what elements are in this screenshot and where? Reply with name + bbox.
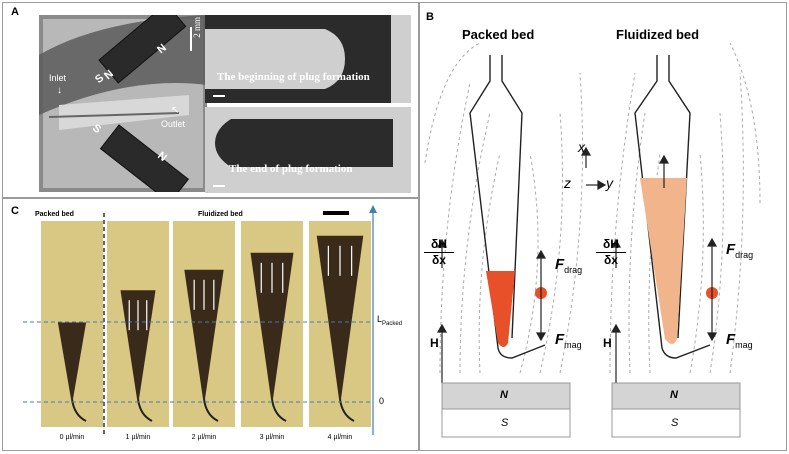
scale-bar: [323, 211, 349, 215]
f-mag-right: Fmag: [726, 331, 753, 350]
capillary-tip-3: [271, 398, 287, 422]
panel-b-label: B: [426, 11, 434, 23]
axis-z-label: z: [564, 175, 571, 191]
f-drag-left: Fdrag: [555, 256, 583, 275]
l-packed-label: LPacked: [377, 314, 403, 327]
flow-series-photos: 0 µl/min 1 µl/min 2 µl/min 3 µl/min 4 µl/min: [23, 205, 377, 441]
panel-b: B Packed bed Fluidized bed: [419, 2, 787, 451]
caption-end: The end of plug formation: [229, 163, 353, 175]
panel-c-label: C: [11, 205, 19, 217]
f-drag-right: Fdrag: [726, 241, 754, 260]
flow-label-1: 1 µl/min: [126, 434, 151, 441]
panel-a: A N N S S N 2 mm Inlet ↓ Outlet ↖ The be…: [2, 2, 419, 198]
axis-x-label: x: [578, 139, 585, 155]
packed-bed-fill-0: [57, 322, 87, 399]
magnet-s-left: S: [501, 417, 509, 429]
magnet-s-right: S: [671, 417, 679, 429]
c-title-packed: Packed bed: [35, 211, 74, 218]
h-label-right: H: [603, 336, 612, 350]
schematic-diagram: [424, 42, 761, 438]
flow-label-0: 0 µl/min: [60, 434, 85, 441]
magnet-chip-photo: [39, 15, 207, 192]
outlet-arrow-icon: ↖: [171, 105, 180, 116]
inlet-arrow-icon: ↓: [57, 85, 62, 96]
flow-label-2: 2 µl/min: [192, 434, 217, 441]
h-label-left: H: [430, 336, 439, 350]
c-title-fluidized: Fluidized bed: [198, 211, 243, 218]
scale-label: 2 mm: [192, 17, 202, 38]
plug-begin-photo: [205, 15, 411, 103]
capillary-tip-2: [203, 398, 219, 422]
magnet-n-left: N: [500, 389, 508, 401]
flow-label-4: 4 µl/min: [328, 434, 353, 441]
f-mag-left: Fmag: [555, 331, 582, 350]
title-packed-bed: Packed bed: [462, 27, 535, 42]
gradient-label-right: δH δx: [596, 237, 626, 268]
title-fluidized-bed: Fluidized bed: [616, 27, 700, 42]
panel-a-label: A: [11, 6, 19, 18]
inlet-label: Inlet: [49, 73, 67, 83]
zero-label: 0: [379, 396, 385, 406]
height-axis-arrow-icon: [369, 205, 377, 213]
axis-y-label: y: [606, 175, 613, 191]
caption-begin: The beginning of plug formation: [217, 71, 370, 83]
panel-c: C Packed bed Fluidized bed 0 µl/min 1 µl/…: [2, 198, 419, 451]
magnet-n-right: N: [670, 389, 678, 401]
gradient-label-left: δH δx: [424, 237, 454, 268]
flow-label-3: 3 µl/min: [260, 434, 285, 441]
plug-end-photo: [205, 107, 411, 193]
packed-bed-fill-4: [316, 235, 364, 399]
outlet-label: Outlet: [161, 119, 186, 129]
